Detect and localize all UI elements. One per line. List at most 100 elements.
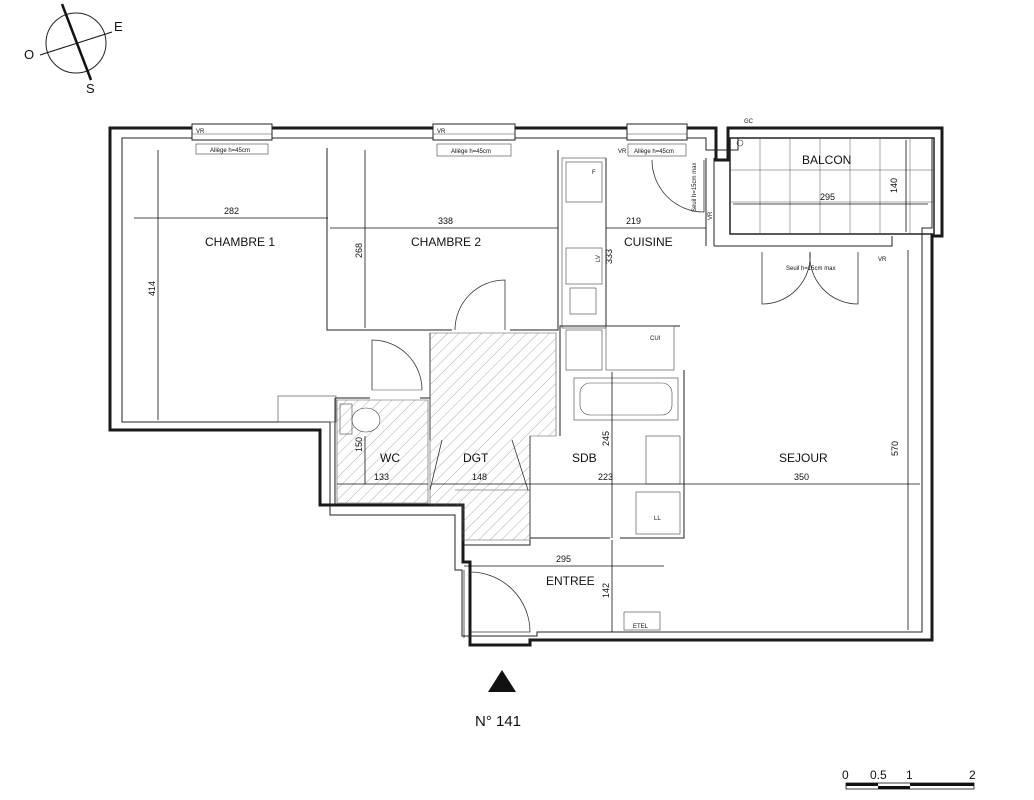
- window-box: [195, 143, 269, 155]
- scale-05: 0.5: [870, 768, 887, 782]
- balcon-label: BALCON: [802, 153, 851, 167]
- wall-dgt-top: [420, 333, 431, 399]
- scale-1: 1: [906, 768, 913, 782]
- balcon: GC 295 140 BALCON: [729, 119, 935, 235]
- bathtub-inner: [579, 382, 673, 416]
- door-sejour-right: [809, 251, 859, 305]
- fridge-label: F: [592, 170, 596, 176]
- balcon-height: 140: [889, 178, 899, 193]
- dgt-hatched-area: [429, 332, 557, 541]
- lot-marker: N° 141: [475, 670, 521, 730]
- vr-sejour-label: VR: [878, 257, 887, 263]
- door-wc: [429, 439, 443, 491]
- dim-entree-width: 295: [556, 554, 571, 564]
- shower-tray: [565, 329, 603, 371]
- window-chambre1: Allège h=45cm: [191, 123, 273, 155]
- outer-wall-line: [108, 126, 944, 647]
- cui-label: CUI: [650, 336, 661, 342]
- vr-label-ch2: VR: [437, 129, 446, 135]
- wall-sdb-right: [620, 370, 685, 539]
- washing-machine: [635, 491, 681, 535]
- dim-wc-height: 150: [354, 437, 364, 452]
- lot-number: N° 141: [475, 713, 521, 730]
- dim-ch1-height: 414: [147, 281, 157, 296]
- sink: [569, 287, 597, 315]
- vr-cuisine-label: VR: [708, 211, 714, 220]
- gc-symbol: [736, 139, 744, 147]
- window-ch2-label: Allège h=45cm: [451, 149, 491, 155]
- compass: O E S: [24, 3, 123, 96]
- room-wc: WC: [380, 451, 400, 465]
- kitchen-counter: [561, 157, 607, 329]
- ll-label: LL: [654, 516, 661, 522]
- doors: Seuil h=15cm max VR Seuil h=15cm max VR: [371, 159, 887, 638]
- door-chambre1: [371, 339, 423, 391]
- dim-wc-width: 133: [374, 472, 389, 482]
- dim-ch2-width: 338: [438, 216, 453, 226]
- room-entree: ENTREE: [546, 574, 595, 588]
- window-frame: [432, 123, 516, 141]
- scale-2: 2: [969, 768, 976, 782]
- room-sejour: SEJOUR: [779, 451, 828, 465]
- wall-sejour-top: [714, 236, 893, 247]
- bathroom-fittings: LL: [565, 329, 681, 535]
- window-frame: [626, 123, 688, 141]
- dim-sdb-height: 245: [601, 431, 611, 446]
- washbasin: [645, 435, 681, 485]
- wall-entree-top: [462, 538, 531, 546]
- room-cuisine: CUISINE: [624, 235, 673, 249]
- lv-label: LV: [596, 255, 602, 262]
- scale-seg-2: [878, 786, 910, 789]
- dim-dgt-width: 148: [472, 472, 487, 482]
- room-sdb: SDB: [572, 451, 597, 465]
- vr-label-ch1: VR: [196, 129, 205, 135]
- window-cuisine-label: Allège h=45cm: [634, 149, 674, 155]
- balcon-width: 295: [820, 192, 835, 202]
- fridge: [565, 161, 603, 203]
- wall-ch2-cuisine: [510, 150, 559, 331]
- window-ch1-label: Allège h=45cm: [210, 148, 250, 154]
- wc-sink: [277, 395, 337, 423]
- wall-ch1-ch2: [326, 148, 452, 331]
- bathtub: [573, 377, 679, 421]
- dim-ch1-width: 282: [224, 206, 239, 216]
- compass-east: E: [114, 19, 123, 34]
- dim-sdb-width: 223: [598, 472, 613, 482]
- cooktop: [565, 247, 603, 285]
- lot-triangle: [488, 670, 516, 692]
- compass-south: S: [86, 81, 95, 96]
- room-dgt: DGT: [463, 451, 489, 465]
- seuil-sejour-label: Seuil h=15cm max: [786, 266, 836, 272]
- etel-box: [623, 611, 661, 631]
- scale-seg-1: [846, 783, 878, 786]
- window-box: [436, 143, 512, 157]
- balcon-tiles: [730, 138, 934, 234]
- kitchen-fittings: F LV CUI: [561, 157, 675, 371]
- dim-cuisine-height: 333: [604, 249, 614, 264]
- seuil-cuisine-label: Seuil h=15cm max: [692, 162, 698, 212]
- dim-sejour-height: 570: [890, 441, 900, 456]
- compass-cross: [39, 31, 113, 56]
- exterior-walls: [108, 126, 944, 647]
- scale-seg-3: [910, 783, 974, 786]
- gc-label: GC: [744, 119, 754, 125]
- door-chambre2: [454, 279, 506, 331]
- door-sejour-left: [761, 251, 811, 305]
- door-cuisine-balcony: [651, 159, 705, 213]
- room-chambre1: CHAMBRE 1: [205, 235, 275, 249]
- vr-label: VR: [618, 149, 627, 155]
- compass-circle: [45, 12, 107, 74]
- balcon-floor: [729, 137, 935, 235]
- dimension-lines: 282 414 338 268 219 333 133 150 148 223 …: [134, 150, 920, 632]
- dim-sejour-width: 350: [794, 472, 809, 482]
- room-labels: CHAMBRE 1 CHAMBRE 2 CUISINE WC DGT SDB S…: [205, 235, 828, 588]
- window-cuisine: Allège h=45cm VR: [618, 123, 688, 157]
- window-box: [627, 143, 687, 157]
- dim-ch2-height: 268: [354, 243, 364, 258]
- wc-bowl: [351, 407, 381, 433]
- door-sdb: [511, 439, 529, 491]
- compass-needle: [60, 3, 93, 81]
- wc-fittings: [277, 395, 381, 435]
- dim-entree-height: 142: [601, 583, 611, 598]
